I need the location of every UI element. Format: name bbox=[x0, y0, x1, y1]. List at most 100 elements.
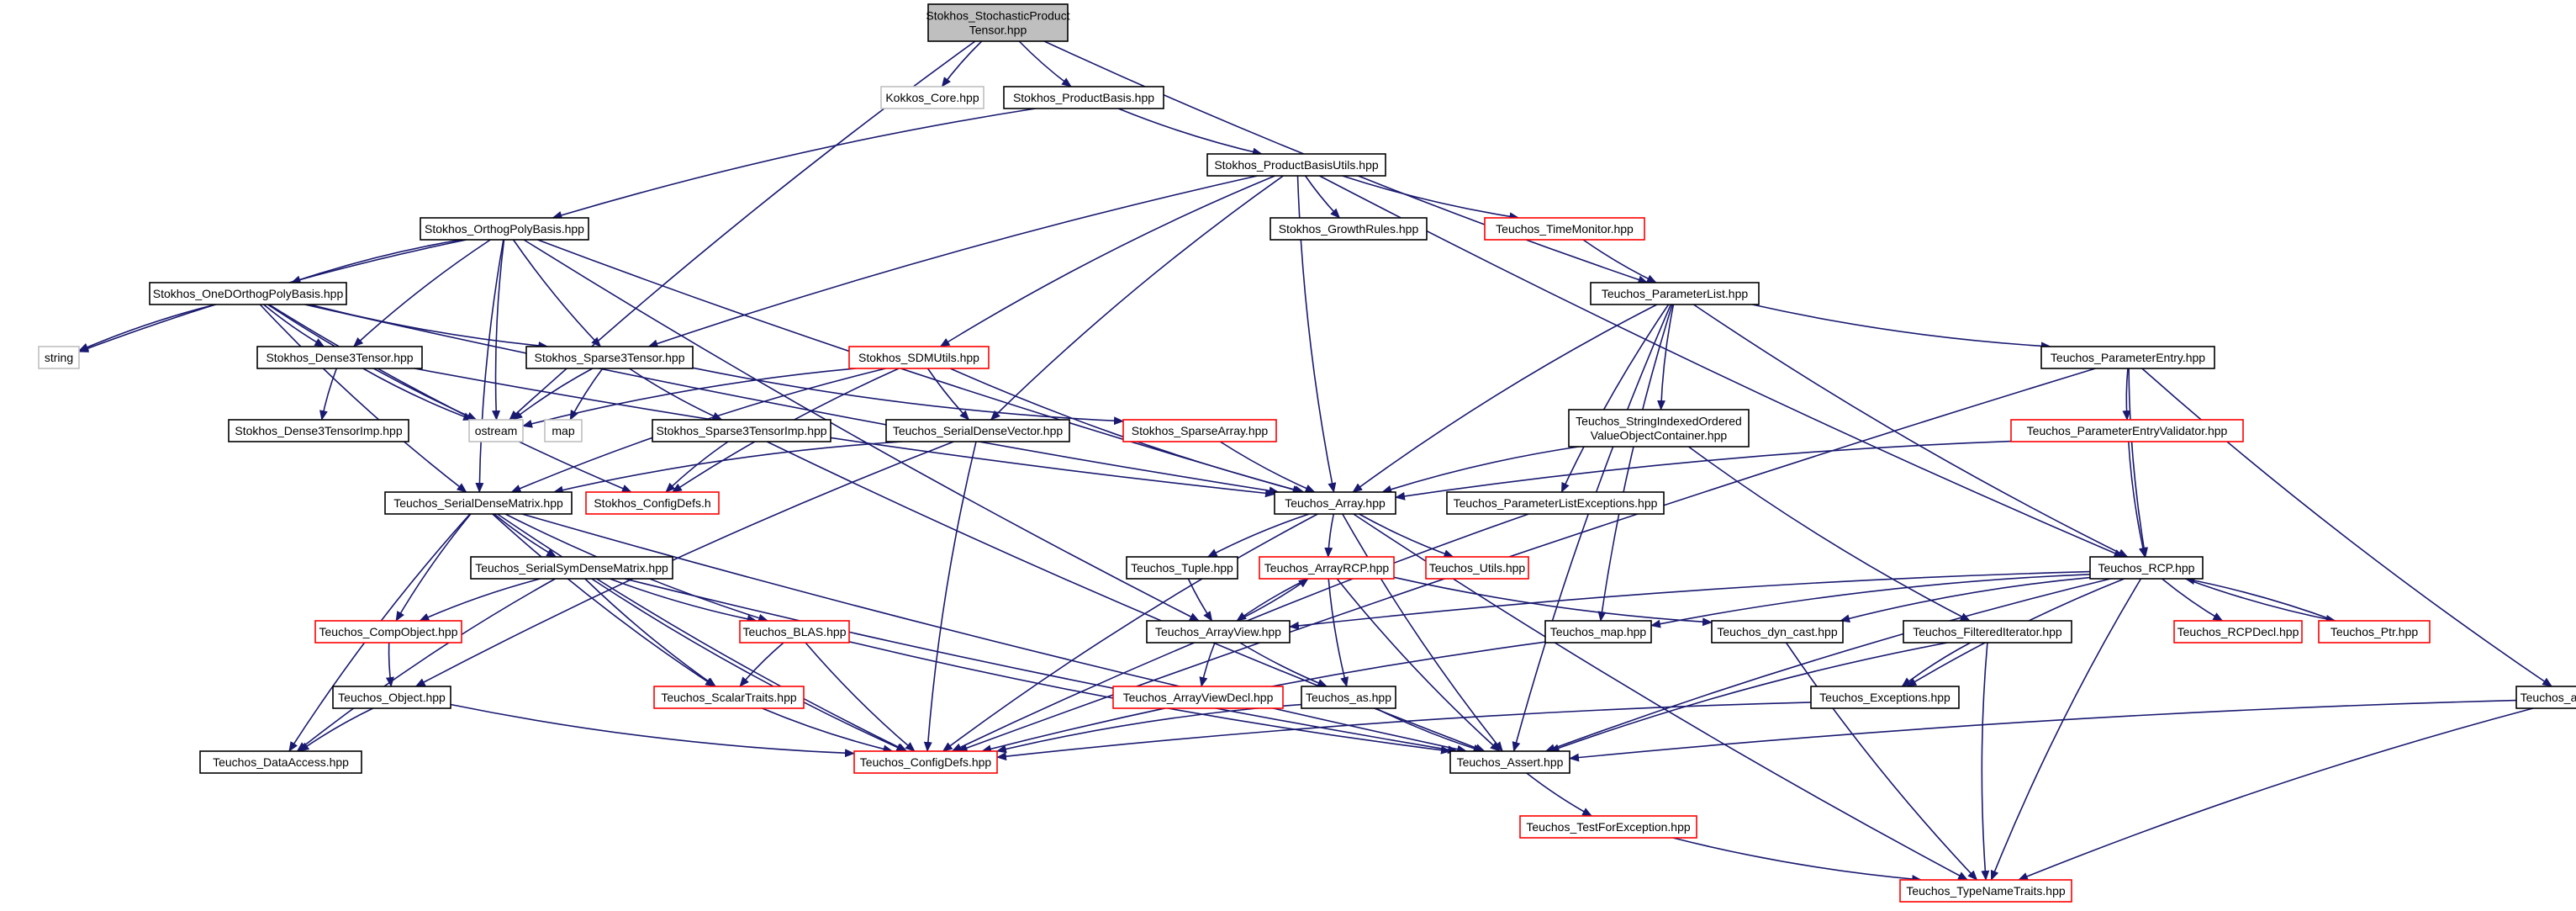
node-label: Teuchos_Exceptions.hpp bbox=[1819, 691, 1950, 704]
edge-serial_sym_dense_matrix-to-teuchos_blas bbox=[610, 578, 757, 623]
node-teuchos-rcp[interactable]: Teuchos_RCP.hpp bbox=[2089, 556, 2204, 580]
edge-serial_sym_dense_matrix-to-comp_object bbox=[419, 578, 541, 622]
node-box bbox=[384, 491, 573, 515]
node-orthog-poly-basis[interactable]: Stokhos_OrthogPolyBasis.hpp bbox=[420, 217, 589, 241]
node-array-view[interactable]: Teuchos_ArrayView.hpp bbox=[1146, 620, 1291, 644]
node-box bbox=[1899, 879, 2072, 903]
edge-array_rcp-to-teuchos_as bbox=[1328, 578, 1349, 687]
node-string-indexed[interactable]: Teuchos_StringIndexedOrderedValueObjectC… bbox=[1568, 409, 1750, 448]
node-label: Teuchos_RCP.hpp bbox=[2098, 561, 2195, 575]
node-teuchos-exceptions[interactable]: Teuchos_Exceptions.hpp bbox=[1810, 686, 1960, 709]
node-label: Teuchos_Utils.hpp bbox=[1429, 561, 1526, 575]
node-teuchos-ptr[interactable]: Teuchos_Ptr.hpp bbox=[2318, 620, 2431, 644]
edge-sdm_utils-to-ostream bbox=[522, 368, 856, 428]
node-teuchos-tuple[interactable]: Teuchos_Tuple.hpp bbox=[1126, 556, 1238, 580]
node-map[interactable]: map bbox=[544, 419, 583, 442]
edge-teuchos_as-to-teuchos_assert bbox=[1375, 707, 1484, 753]
node-string[interactable]: string bbox=[38, 346, 80, 369]
edge-scalar_traits-to-teuchos_config_defs bbox=[762, 707, 894, 754]
node-time-monitor[interactable]: Teuchos_TimeMonitor.hpp bbox=[1484, 217, 1645, 241]
edge-teuchos_array-to-teuchos_tuple bbox=[1206, 513, 1310, 558]
node-teuchos-as[interactable]: Teuchos_as.hpp bbox=[1301, 686, 1396, 709]
node-rcp-decl[interactable]: Teuchos_RCPDecl.hpp bbox=[2173, 620, 2303, 644]
node-sparse-array[interactable]: Stokhos_SparseArray.hpp bbox=[1122, 419, 1277, 442]
node-box bbox=[927, 3, 1069, 42]
edge-parameter_list-to-teuchos_array bbox=[1352, 304, 1658, 493]
node-label: Teuchos_Tuple.hpp bbox=[1131, 561, 1233, 575]
edge-product_basis_utils-to-teuchos_rcp bbox=[1319, 175, 2125, 558]
node-teuchos-utils[interactable]: Teuchos_Utils.hpp bbox=[1425, 556, 1529, 580]
node-box bbox=[1484, 217, 1645, 241]
edge-serial_sym_dense_matrix-to-scalar_traits bbox=[584, 578, 717, 687]
node-test-for-exception[interactable]: Teuchos_TestForException.hpp bbox=[1519, 815, 1697, 839]
edge-teuchos_exceptions-to-teuchos_config_defs bbox=[996, 702, 1812, 761]
node-box bbox=[1568, 409, 1750, 448]
node-label: Stokhos_SparseArray.hpp bbox=[1132, 424, 1269, 437]
node-dense3tensor[interactable]: Stokhos_Dense3Tensor.hpp bbox=[256, 346, 423, 369]
node-teuchos-blas[interactable]: Teuchos_BLAS.hpp bbox=[739, 620, 850, 644]
node-filtered-iterator[interactable]: Teuchos_FilteredIterator.hpp bbox=[1903, 620, 2072, 644]
node-dyn-cast[interactable]: Teuchos_dyn_cast.hpp bbox=[1711, 620, 1844, 644]
node-teuchos-config-defs[interactable]: Teuchos_ConfigDefs.hpp bbox=[853, 750, 998, 774]
edge-parameter_entry_validator-to-teuchos_array bbox=[1395, 440, 2012, 501]
node-serial-sym-dense-matrix[interactable]: Teuchos_SerialSymDenseMatrix.hpp bbox=[470, 556, 673, 580]
node-teuchos-any[interactable]: Teuchos_any.hpp bbox=[2515, 686, 2576, 709]
edge-serial_dense_vector-to-teuchos_object bbox=[414, 441, 954, 687]
node-box bbox=[1274, 491, 1396, 515]
node-box bbox=[1259, 556, 1395, 580]
edge-teuchos_array-to-teuchos_assert bbox=[1342, 513, 1503, 752]
node-box bbox=[653, 686, 805, 709]
node-one-d-orthog-poly-basis[interactable]: Stokhos_OneDOrthogPolyBasis.hpp bbox=[149, 282, 347, 305]
node-growth-rules[interactable]: Stokhos_GrowthRules.hpp bbox=[1270, 217, 1428, 241]
edge-teuchos_rcp-to-teuchos_ptr bbox=[2185, 578, 2336, 623]
node-stokhos-config-defs[interactable]: Stokhos_ConfigDefs.h bbox=[585, 491, 720, 515]
node-serial-dense-vector[interactable]: Teuchos_SerialDenseVector.hpp bbox=[885, 419, 1070, 442]
edge-orthog_poly_basis-to-ostream bbox=[492, 239, 505, 421]
node-data-access[interactable]: Teuchos_DataAccess.hpp bbox=[199, 750, 362, 774]
edge-one_d_orthog_poly_basis-to-string bbox=[78, 304, 216, 352]
node-box bbox=[314, 620, 462, 644]
edge-test_for_exception-to-type_name_traits bbox=[1672, 837, 1923, 884]
node-product-basis-utils[interactable]: Stokhos_ProductBasisUtils.hpp bbox=[1206, 153, 1386, 177]
node-teuchos-array[interactable]: Teuchos_Array.hpp bbox=[1274, 491, 1396, 515]
edge-parameter_list-to-parameter_list_exceptions bbox=[1560, 304, 1670, 493]
node-teuchos-object[interactable]: Teuchos_Object.hpp bbox=[332, 686, 451, 709]
node-box bbox=[1711, 620, 1844, 644]
node-dense3tensor-imp[interactable]: Stokhos_Dense3TensorImp.hpp bbox=[228, 419, 409, 442]
edge-one_d_orthog_poly_basis-to-dense3tensor bbox=[263, 304, 325, 347]
node-label: Teuchos_RCPDecl.hpp bbox=[2177, 625, 2299, 638]
node-parameter-entry[interactable]: Teuchos_ParameterEntry.hpp bbox=[2040, 346, 2215, 369]
node-sdm-utils[interactable]: Stokhos_SDMUtils.hpp bbox=[848, 346, 990, 369]
node-product-basis[interactable]: Stokhos_ProductBasis.hpp bbox=[1003, 86, 1164, 109]
edge-orthog_poly_basis-to-sparse3tensor bbox=[512, 239, 602, 347]
edge-parameter_entry_validator-to-teuchos_rcp bbox=[2128, 441, 2147, 558]
node-array-rcp[interactable]: Teuchos_ArrayRCP.hpp bbox=[1259, 556, 1395, 580]
node-box bbox=[880, 86, 984, 109]
node-label: Teuchos_ConfigDefs.hpp bbox=[860, 755, 992, 769]
node-type-name-traits[interactable]: Teuchos_TypeNameTraits.hpp bbox=[1899, 879, 2072, 903]
node-comp-object[interactable]: Teuchos_CompObject.hpp bbox=[314, 620, 462, 644]
node-label: Teuchos_Ptr.hpp bbox=[2331, 625, 2419, 638]
edge-stochastic_product_tensor-to-product_basis bbox=[1018, 40, 1072, 87]
node-box bbox=[2173, 620, 2303, 644]
node-sparse3tensor[interactable]: Stokhos_Sparse3Tensor.hpp bbox=[525, 346, 694, 369]
node-ostream[interactable]: ostream bbox=[468, 419, 524, 442]
node-sparse3tensor-imp[interactable]: Stokhos_Sparse3TensorImp.hpp bbox=[652, 419, 831, 442]
node-serial-dense-matrix[interactable]: Teuchos_SerialDenseMatrix.hpp bbox=[384, 491, 573, 515]
node-label: Teuchos_FilteredIterator.hpp bbox=[1913, 625, 2062, 638]
node-scalar-traits[interactable]: Teuchos_ScalarTraits.hpp bbox=[653, 686, 805, 709]
edge-string_indexed-to-teuchos_array bbox=[1381, 446, 1579, 494]
node-teuchos-assert[interactable]: Teuchos_Assert.hpp bbox=[1449, 750, 1570, 774]
edge-comp_object-to-teuchos_object bbox=[385, 642, 394, 687]
node-kokkos-core[interactable]: Kokkos_Core.hpp bbox=[880, 86, 984, 109]
node-label: Teuchos_ParameterList.hpp bbox=[1602, 287, 1749, 300]
node-label: Teuchos_SerialDenseMatrix.hpp bbox=[393, 496, 563, 510]
node-parameter-list[interactable]: Teuchos_ParameterList.hpp bbox=[1590, 282, 1760, 305]
node-array-view-decl[interactable]: Teuchos_ArrayViewDecl.hpp bbox=[1112, 686, 1284, 709]
node-label: Stokhos_GrowthRules.hpp bbox=[1279, 222, 1419, 236]
node-parameter-list-exceptions[interactable]: Teuchos_ParameterListExceptions.hpp bbox=[1446, 491, 1665, 515]
node-parameter-entry-validator[interactable]: Teuchos_ParameterEntryValidator.hpp bbox=[2010, 419, 2244, 442]
node-teuchos-map[interactable]: Teuchos_map.hpp bbox=[1544, 620, 1652, 644]
node-box bbox=[228, 419, 409, 442]
